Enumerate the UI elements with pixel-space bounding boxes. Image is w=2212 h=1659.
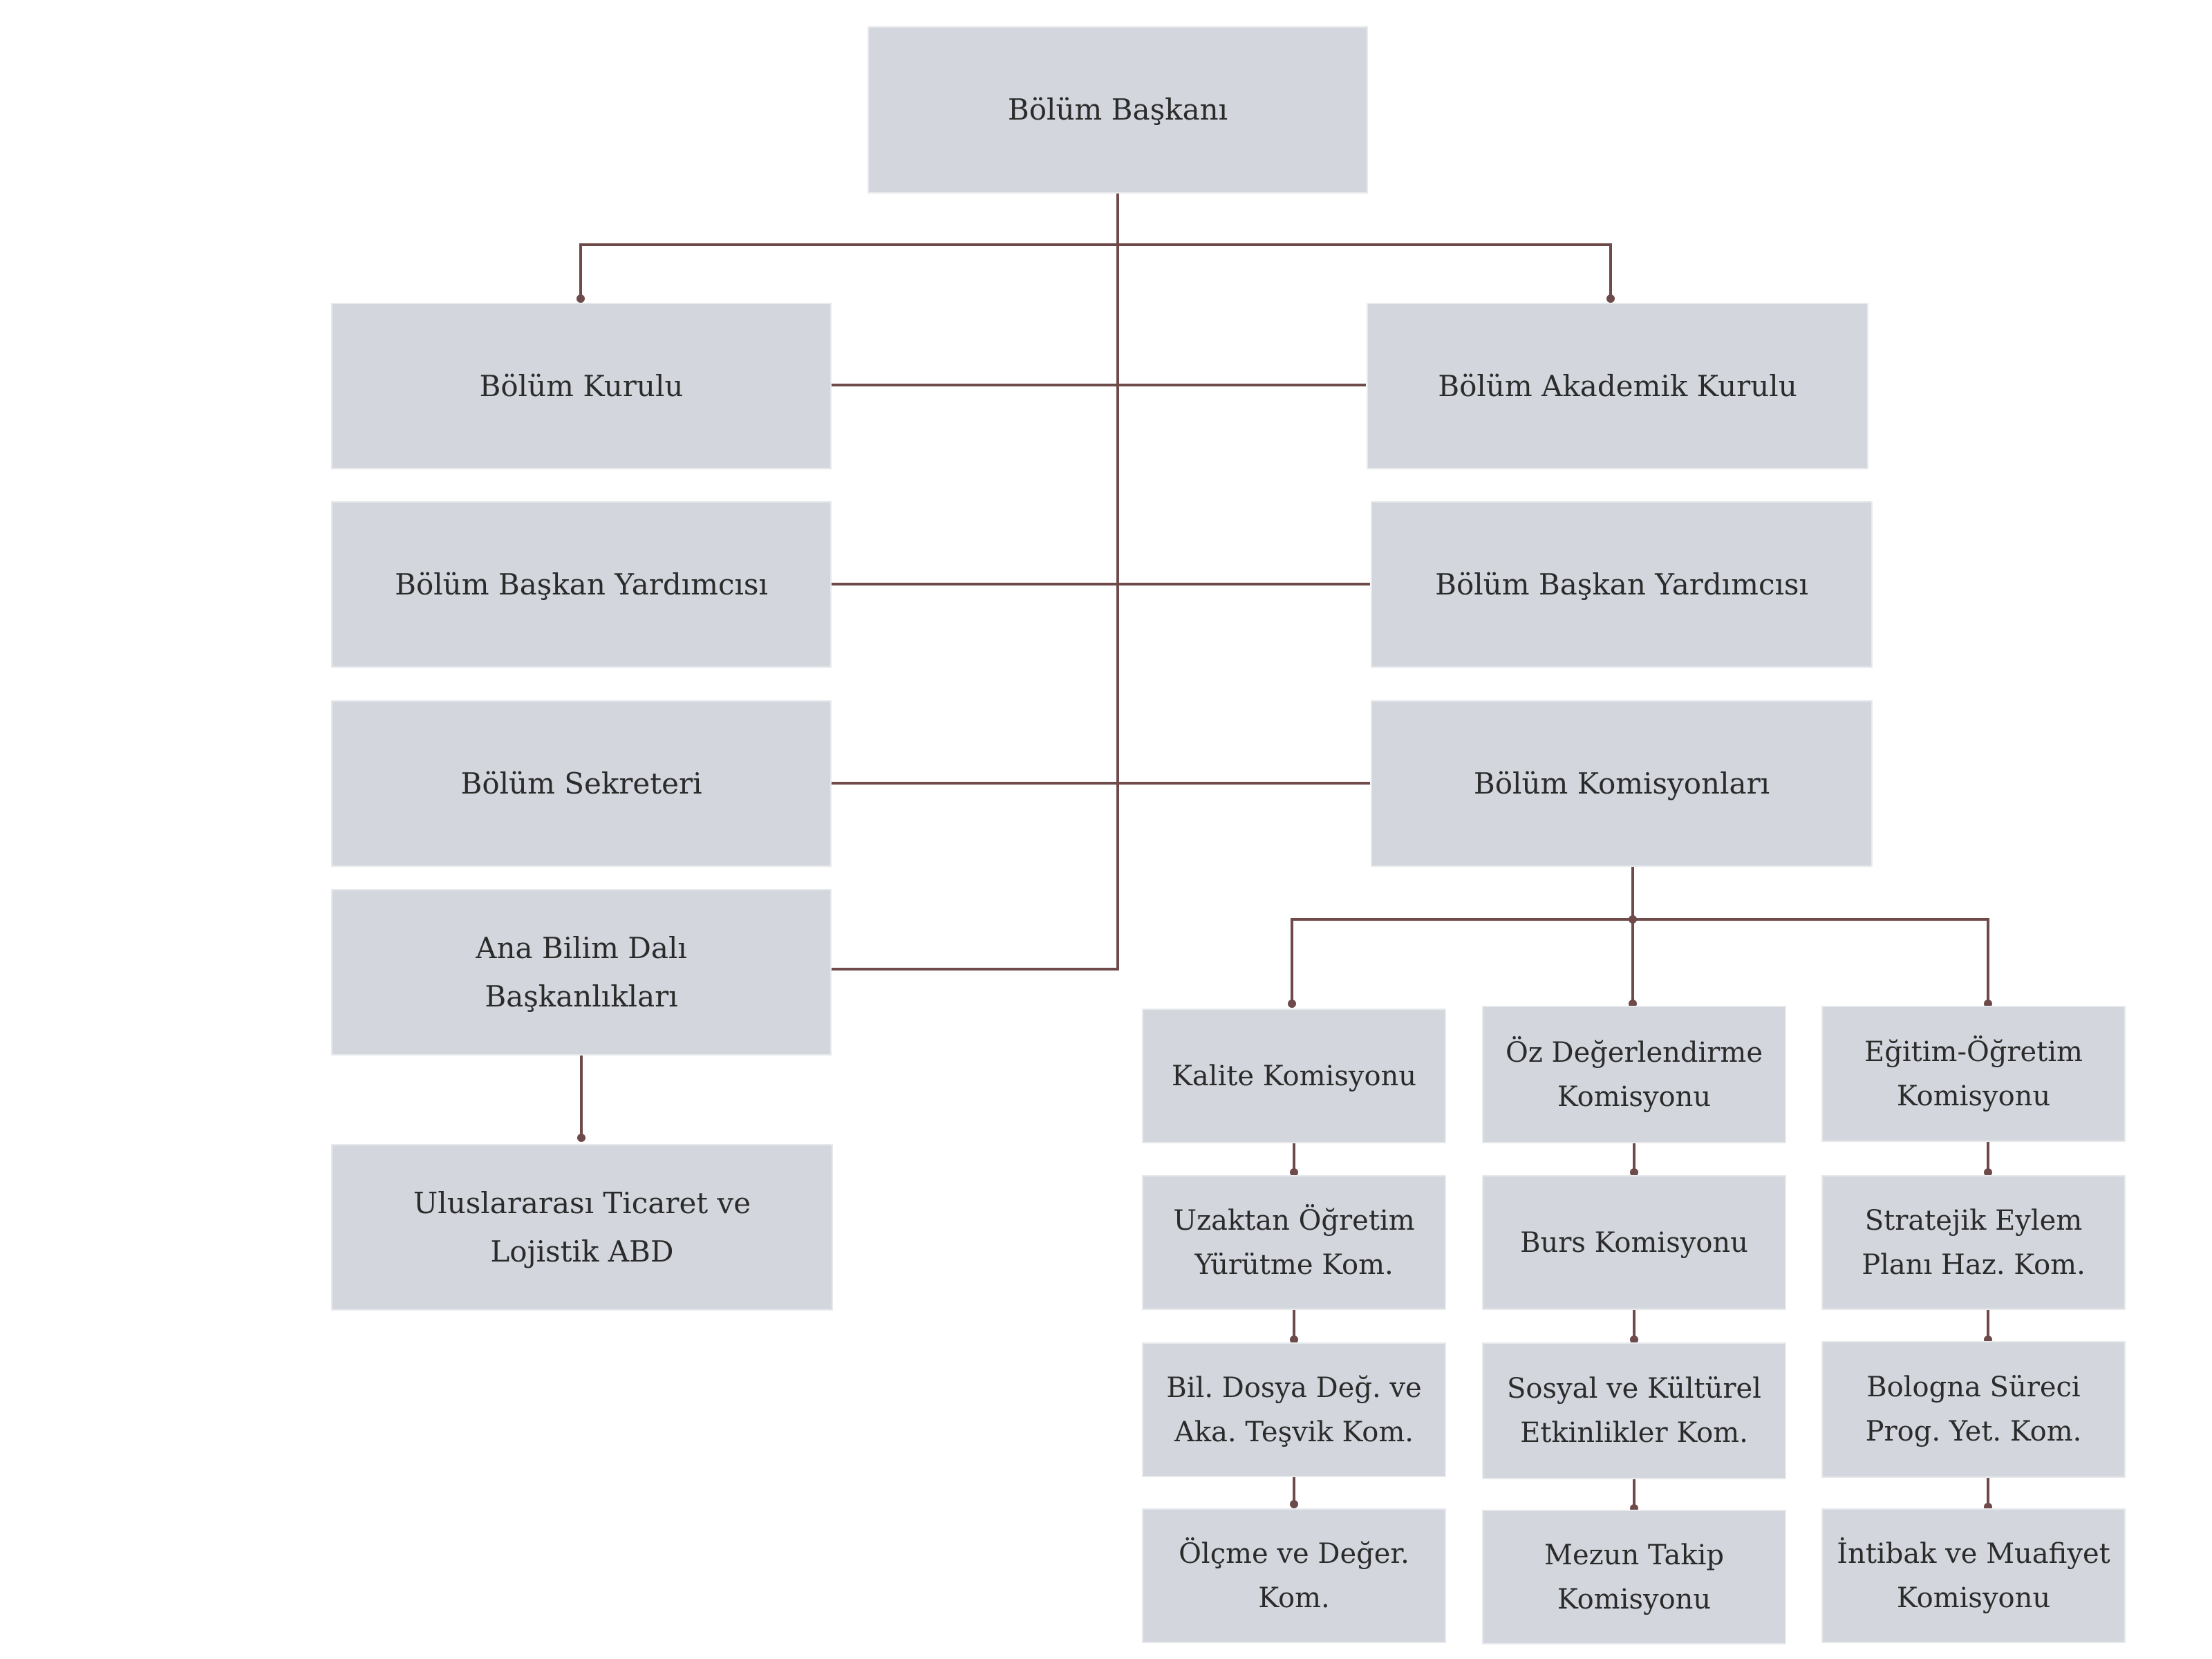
commission-box: Ölçme ve Değer. Kom. xyxy=(1143,1510,1445,1642)
commission-label: Öz Değerlendirme Komisyonu xyxy=(1505,1036,1763,1113)
right-box-komisyonlar: Bölüm Komisyonları xyxy=(1372,702,1871,865)
left-label: Bölüm Başkan Yardımcısı xyxy=(395,567,768,601)
root-label: Bölüm Başkanı xyxy=(1007,93,1228,126)
right-label: Bölüm Komisyonları xyxy=(1473,766,1770,800)
left-box-sekreter: Bölüm Sekreteri xyxy=(332,702,830,865)
commission-label: Mezun Takip Komisyonu xyxy=(1544,1539,1724,1615)
commission-box: Eğitim-Öğretim Komisyonu xyxy=(1823,1007,2124,1141)
right-box-baskan-yardimcisi: Bölüm Başkan Yardımcısı xyxy=(1372,503,1871,666)
commission-label: Sosyal ve Kültürel Etkinlikler Kom. xyxy=(1507,1373,1761,1449)
left-box-baskan-yardimcisi: Bölüm Başkan Yardımcısı xyxy=(332,503,830,666)
right-label: Bölüm Akademik Kurulu xyxy=(1438,368,1797,403)
left-box-abd: Uluslararası Ticaret ve Lojistik ABD xyxy=(332,1145,832,1309)
root-box: Bölüm Başkanı xyxy=(869,28,1367,192)
commission-box: Stratejik Eylem Planı Haz. Kom. xyxy=(1823,1177,2124,1309)
commission-box: İntibak ve Muafiyet Komisyonu xyxy=(1823,1510,2124,1642)
left-label: Bölüm Sekreteri xyxy=(460,766,702,800)
left-box-ana-bilim-dali: Ana Bilim Dalı Başkanlıkları xyxy=(332,890,830,1054)
commission-box: Burs Komisyonu xyxy=(1483,1177,1785,1309)
commission-label: Eğitim-Öğretim Komisyonu xyxy=(1864,1035,2083,1112)
right-box-akademik-kurul: Bölüm Akademik Kurulu xyxy=(1368,304,1867,468)
commission-box: Sosyal ve Kültürel Etkinlikler Kom. xyxy=(1483,1344,1785,1478)
left-label: Uluslararası Ticaret ve Lojistik ABD xyxy=(413,1185,751,1268)
commission-label: Ölçme ve Değer. Kom. xyxy=(1179,1537,1409,1614)
commission-label: Uzaktan Öğretim Yürütme Kom. xyxy=(1173,1204,1415,1281)
left-label: Bölüm Kurulu xyxy=(479,368,684,403)
left-box-bolum-kurulu: Bölüm Kurulu xyxy=(332,304,830,468)
commission-box: Bologna Süreci Prog. Yet. Kom. xyxy=(1823,1342,2124,1477)
commission-label: Kalite Komisyonu xyxy=(1171,1060,1417,1092)
commission-box: Bil. Dosya Değ. ve Aka. Teşvik Kom. xyxy=(1143,1344,1445,1476)
commission-label: Stratejik Eylem Planı Haz. Kom. xyxy=(1862,1204,2086,1281)
commission-box: Öz Değerlendirme Komisyonu xyxy=(1483,1007,1785,1142)
left-label: Ana Bilim Dalı Başkanlıkları xyxy=(476,930,687,1013)
commission-label: Bil. Dosya Değ. ve Aka. Teşvik Kom. xyxy=(1166,1371,1422,1448)
commission-box: Kalite Komisyonu xyxy=(1143,1010,1445,1142)
commission-label: İntibak ve Muafiyet Komisyonu xyxy=(1837,1537,2110,1614)
commission-label: Burs Komisyonu xyxy=(1520,1226,1748,1259)
commission-box: Mezun Takip Komisyonu xyxy=(1483,1511,1785,1643)
right-label: Bölüm Başkan Yardımcısı xyxy=(1435,567,1808,601)
commission-label: Bologna Süreci Prog. Yet. Kom. xyxy=(1865,1371,2082,1447)
commission-box: Uzaktan Öğretim Yürütme Kom. xyxy=(1143,1177,1445,1309)
